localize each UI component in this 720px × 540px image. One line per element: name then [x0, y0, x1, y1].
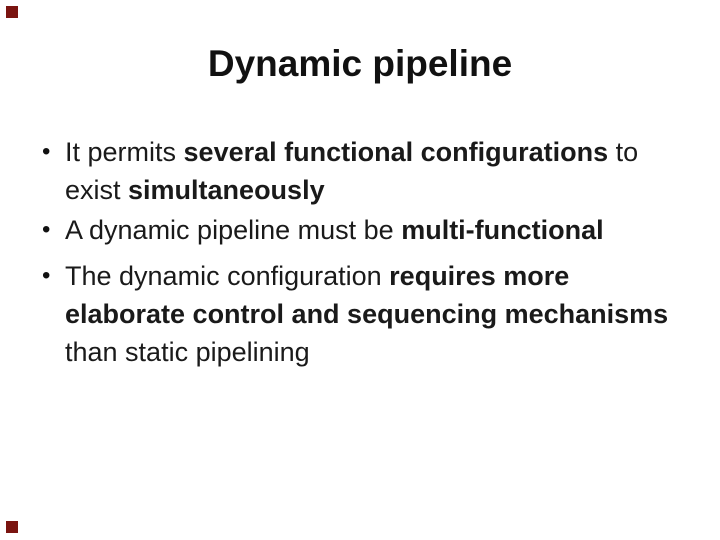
- bullet-text: It permits several functional configurat…: [65, 133, 692, 209]
- bullet-text: The dynamic configuration requires more e…: [65, 257, 692, 371]
- bullet-item: • It permits several functional configura…: [42, 133, 692, 209]
- bullet-dot-icon: •: [42, 138, 51, 165]
- bullet-dot-icon: •: [42, 216, 51, 243]
- bullet-line: exist simultaneously: [65, 175, 325, 205]
- corner-mark-bottom-left-icon: [6, 521, 18, 533]
- corner-mark-top-left-icon: [6, 6, 18, 18]
- bullet-line: A dynamic pipeline must be multi-functio…: [65, 215, 604, 245]
- bullet-item: • A dynamic pipeline must be multi-functi…: [42, 211, 692, 249]
- bullet-dot-icon: •: [42, 262, 51, 289]
- bullet-line: elaborate control and sequencing mechani…: [65, 299, 669, 329]
- bullet-line: The dynamic configuration requires more: [65, 261, 570, 291]
- bullet-line: than static pipelining: [65, 337, 310, 367]
- bullet-line: It permits several functional configurat…: [65, 137, 639, 167]
- slide-title: Dynamic pipeline: [207, 43, 513, 84]
- bullet-item: • The dynamic configuration requires more…: [42, 257, 692, 371]
- bullet-text: A dynamic pipeline must be multi-functio…: [65, 211, 692, 249]
- bullet-list: • It permits several functional configura…: [42, 133, 692, 371]
